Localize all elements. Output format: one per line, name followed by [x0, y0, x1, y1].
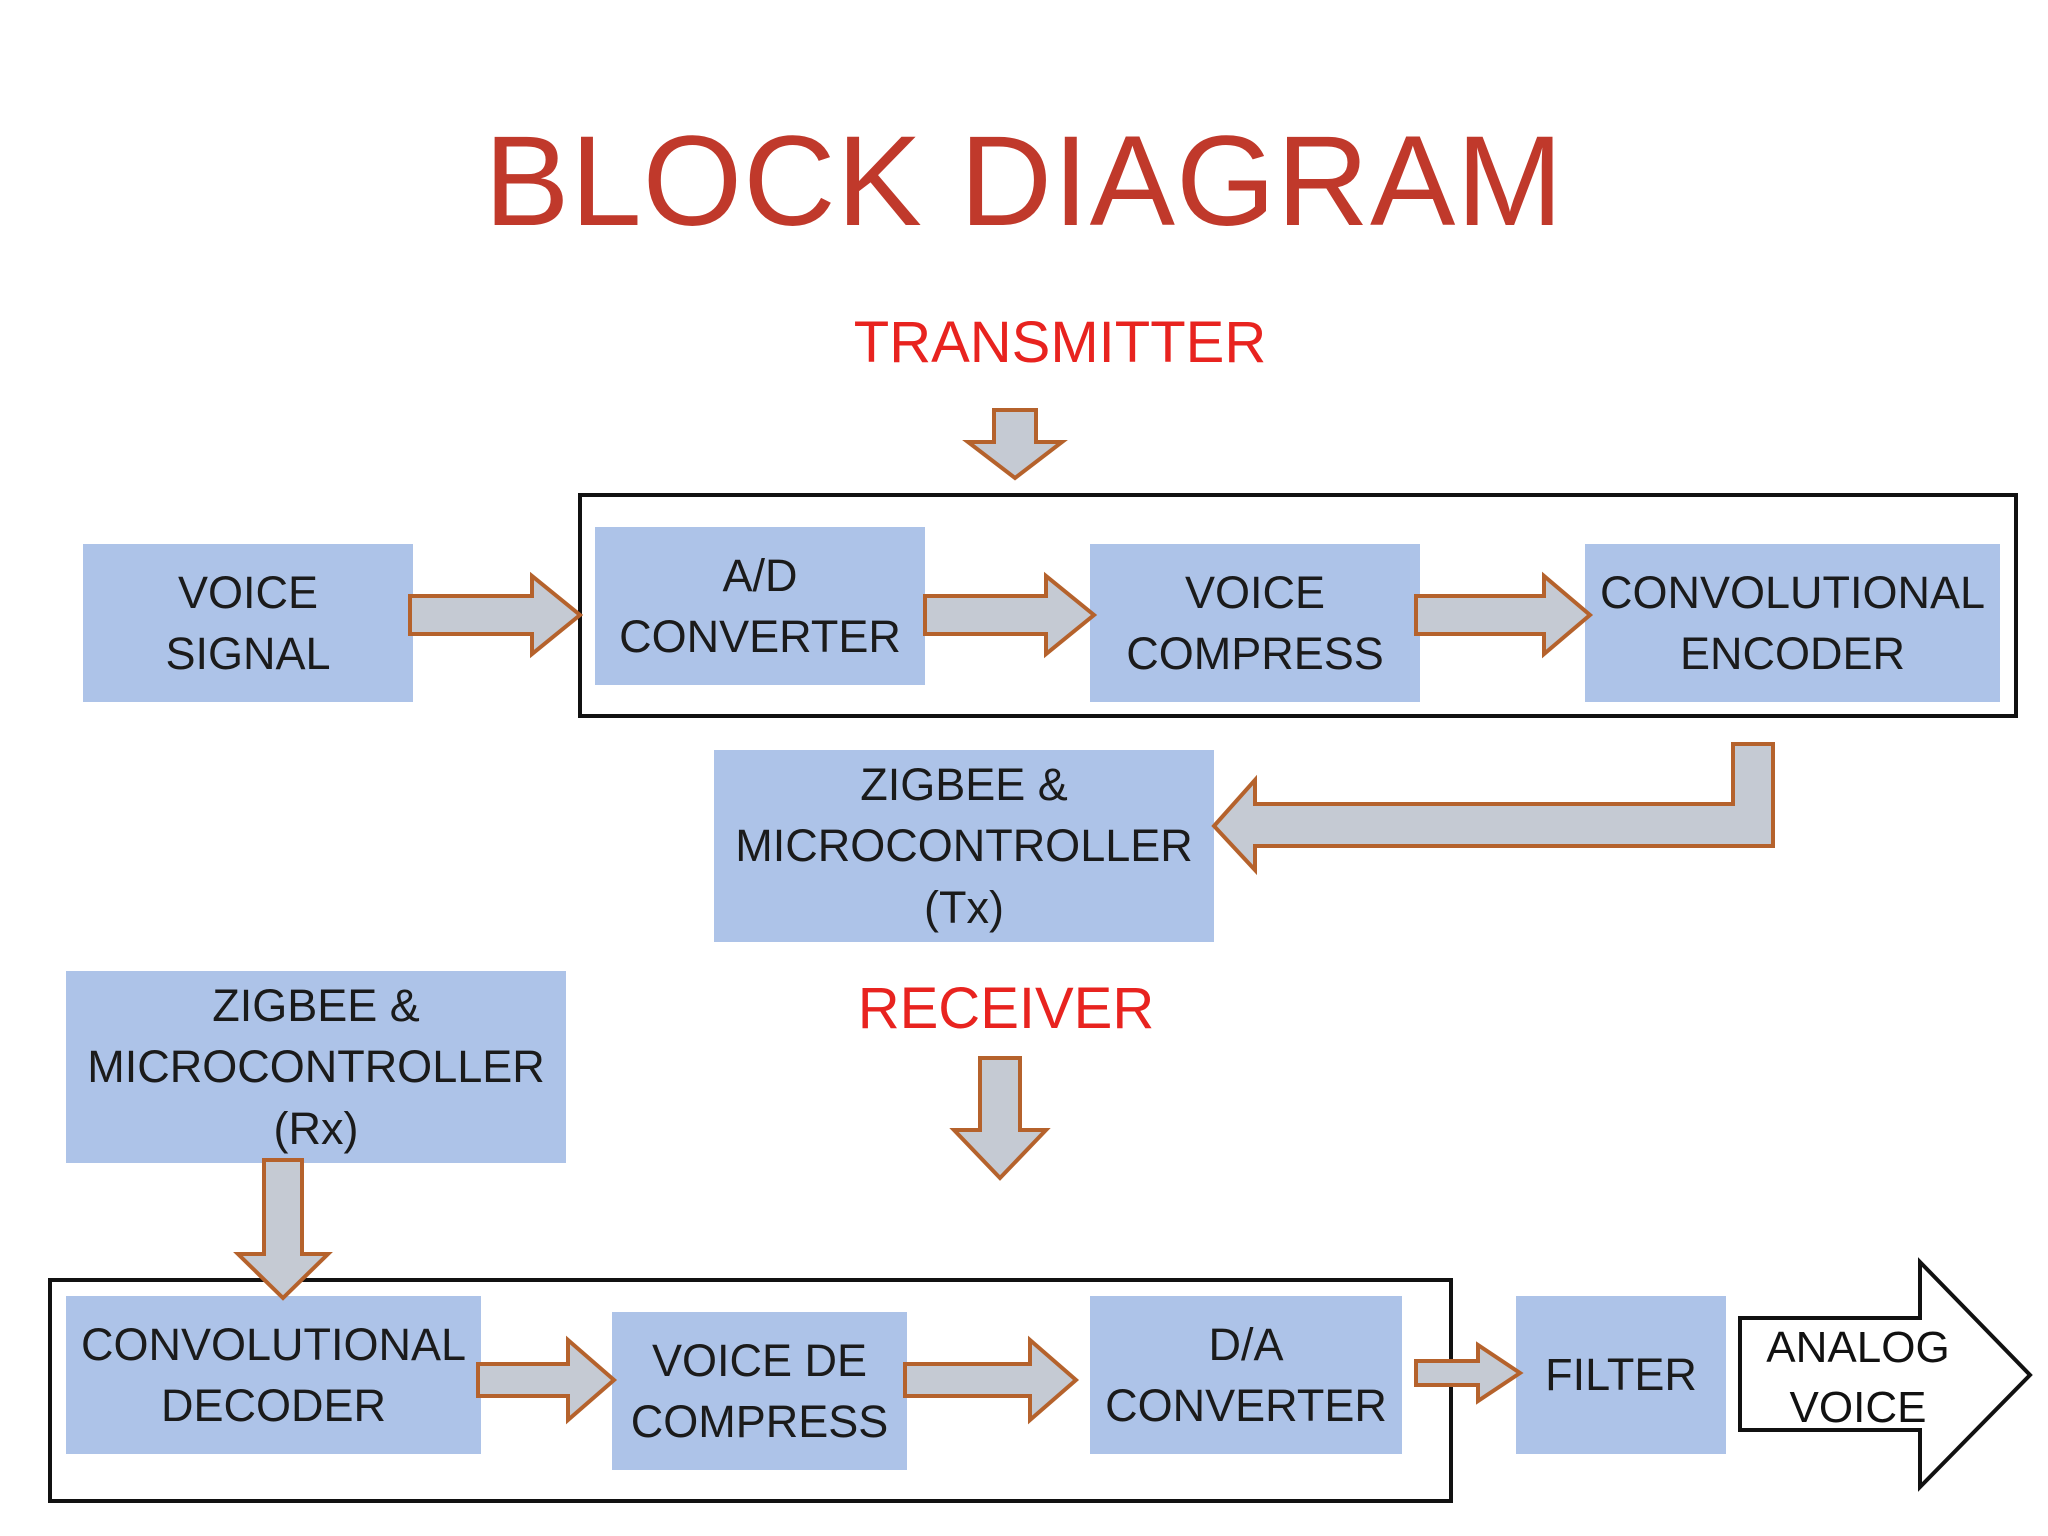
zigbee-tx-block: ZIGBEE & MICROCONTROLLER (Tx): [714, 750, 1214, 942]
arrow-down-transmitter: [962, 408, 1068, 481]
arrow-decoder-to-decompress: [476, 1335, 618, 1425]
arrow-decompress-to-da: [903, 1335, 1080, 1425]
arrow-voice-to-ad: [408, 571, 584, 659]
convolutional-decoder-block: CONVOLUTIONAL DECODER: [66, 1296, 481, 1454]
arrow-compress-to-encoder: [1414, 571, 1594, 659]
zigbee-rx-block: ZIGBEE & MICROCONTROLLER (Rx): [66, 971, 566, 1163]
arrow-ad-to-compress: [923, 571, 1098, 659]
receiver-label: RECEIVER: [857, 976, 1155, 1041]
da-converter-block: D/A CONVERTER: [1090, 1296, 1402, 1454]
arrow-encoder-to-zigbee-tx: [1211, 742, 1775, 876]
arrow-da-to-filter: [1414, 1341, 1524, 1405]
diagram-title: BLOCK DIAGRAM: [484, 110, 1564, 253]
convolutional-encoder-block: CONVOLUTIONAL ENCODER: [1585, 544, 2000, 702]
voice-decompress-block: VOICE DE COMPRESS: [612, 1312, 907, 1470]
arrow-down-receiver: [949, 1056, 1051, 1181]
transmitter-label: TRANSMITTER: [853, 310, 1267, 375]
voice-signal-block: VOICE SIGNAL: [83, 544, 413, 702]
analog-voice-label: ANALOG VOICE: [1766, 1323, 1950, 1432]
transmitter-frame: [578, 493, 2018, 718]
ad-converter-block: A/D CONVERTER: [595, 527, 925, 685]
receiver-frame: [48, 1278, 1453, 1503]
analog-voice-arrow-shape: [1738, 1257, 2033, 1492]
arrow-zigbee-rx-to-decoder: [233, 1158, 333, 1301]
filter-block: FILTER: [1516, 1296, 1726, 1454]
voice-compress-block: VOICE COMPRESS: [1090, 544, 1420, 702]
